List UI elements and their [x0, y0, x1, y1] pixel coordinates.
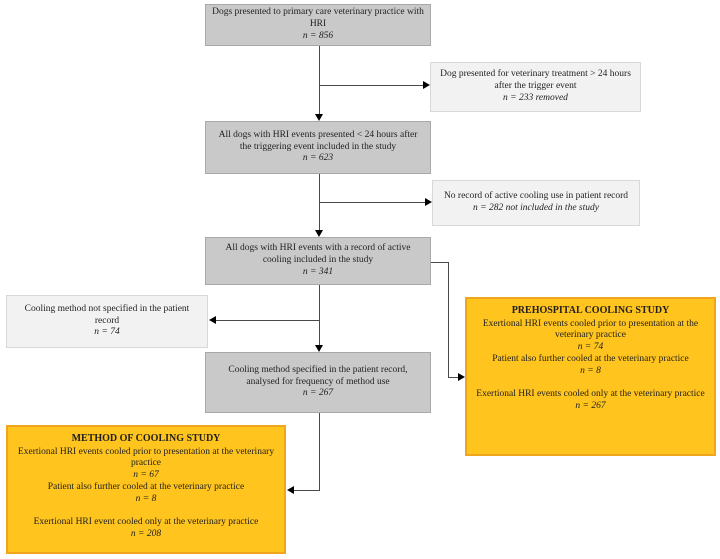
node-method-of-cooling-study: METHOD OF COOLING STUDY Exertional HRI e… [6, 425, 286, 554]
connector-method-elbow-vertical [319, 413, 320, 491]
study-item: Patient also further cooled at the veter… [16, 482, 276, 506]
node-text: Dogs presented to primary care veterinar… [212, 7, 424, 30]
node-count: n = 74 [94, 327, 120, 338]
arrow-left-icon [209, 316, 216, 324]
arrow-down-icon [315, 114, 323, 121]
study-item-count: n = 267 [575, 400, 606, 411]
study-item: Patient also further cooled at the veter… [475, 354, 706, 378]
study-item-count: n = 67 [133, 470, 159, 481]
study-item-text: Patient also further cooled at the veter… [492, 354, 689, 365]
connector-branch-excluded-late [320, 85, 424, 86]
node-count: n = 623 [302, 153, 334, 164]
connector-branch-not-specified [216, 320, 320, 321]
node-count: n = 341 [302, 266, 334, 277]
arrow-left-icon [287, 486, 294, 494]
connector-cooling-to-specified [319, 285, 320, 345]
connector-included-to-cooling [319, 174, 320, 230]
node-dogs-presented: Dogs presented to primary care veterinar… [205, 4, 431, 46]
study-item-count: n = 8 [135, 494, 157, 504]
connector-prehospital-elbow-vertical [448, 262, 449, 378]
arrow-right-icon [425, 198, 432, 206]
node-prehospital-cooling-study: PREHOSPITAL COOLING STUDY Exertional HRI… [465, 297, 716, 456]
node-excluded-late-presentation: Dog presented for veterinary treatment >… [430, 62, 641, 112]
node-active-cooling-record: All dogs with HRI events with a record o… [205, 237, 431, 285]
study-item: Exertional HRI event cooled only at the … [16, 517, 276, 541]
study-item-text: Exertional HRI event cooled only at the … [33, 516, 259, 527]
study-item-count: n = 8 [580, 366, 601, 376]
study-title: METHOD OF COOLING STUDY [71, 433, 221, 444]
node-text: No record of active cooling use in patie… [443, 191, 629, 202]
arrow-down-icon [315, 230, 323, 237]
study-item-text: Patient also further cooled at the veter… [47, 482, 245, 493]
connector-top-to-included [319, 46, 320, 115]
node-count: n = 233 removed [503, 92, 568, 103]
node-text: Dog presented for veterinary treatment >… [440, 69, 631, 92]
study-item-text: Exertional HRI events cooled prior to pr… [17, 446, 275, 469]
node-count: n = 282 not included in the study [473, 203, 599, 213]
study-item: Exertional HRI events cooled prior to pr… [16, 447, 276, 483]
node-cooling-method-specified: Cooling method specified in the patient … [205, 352, 431, 413]
study-item-count: n = 208 [130, 528, 162, 539]
node-cooling-method-not-specified: Cooling method not specified in the pati… [6, 295, 208, 348]
node-count: n = 267 [302, 388, 334, 399]
connector-prehospital-elbow-bottom [448, 377, 459, 378]
study-item: Exertional HRI events cooled only at the… [475, 389, 706, 413]
connector-branch-no-cooling-record [320, 202, 425, 203]
study-item-text: Exertional HRI events cooled prior to pr… [482, 318, 699, 341]
node-excluded-no-cooling-record: No record of active cooling use in patie… [432, 180, 640, 226]
study-title: PREHOSPITAL COOLING STUDY [511, 305, 670, 316]
node-included-24h: All dogs with HRI events presented < 24 … [205, 121, 431, 174]
node-text: Cooling method not specified in the pati… [24, 303, 190, 326]
node-text: All dogs with HRI events presented < 24 … [218, 129, 418, 152]
study-item-text: Exertional HRI events cooled only at the… [476, 388, 705, 399]
arrow-down-icon [315, 345, 323, 352]
study-item-count: n = 74 [577, 342, 604, 353]
arrow-right-icon [423, 81, 430, 89]
node-count: n = 856 [302, 30, 334, 41]
node-text: All dogs with HRI events with a record o… [225, 243, 411, 266]
arrow-right-icon [458, 373, 465, 381]
connector-prehospital-elbow-top [431, 262, 449, 263]
study-item: Exertional HRI events cooled prior to pr… [475, 319, 706, 355]
node-text: Cooling method specified in the patient … [228, 364, 408, 387]
connector-method-elbow-horizontal [294, 490, 320, 491]
